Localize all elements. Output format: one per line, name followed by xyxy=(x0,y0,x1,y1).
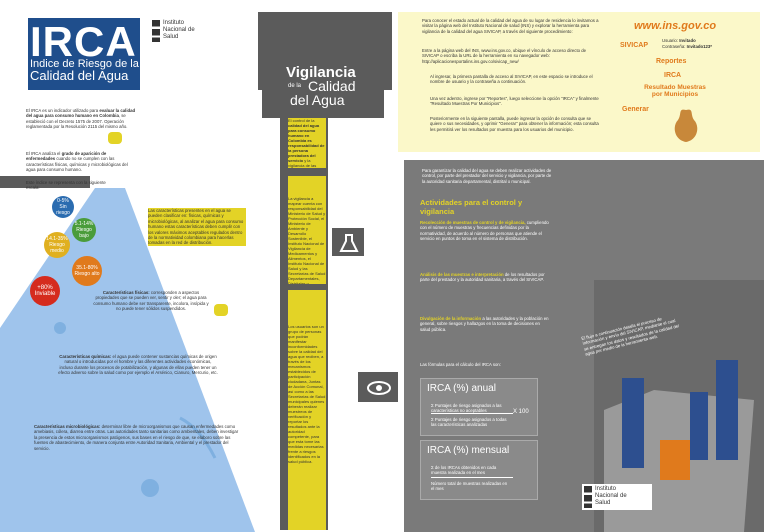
flow-resultado: Resultado Muestras por Municipios xyxy=(644,84,706,98)
speech-icon xyxy=(108,132,122,144)
formula-annual: IRCA (%) anual Σ Puntajes de riesgo asig… xyxy=(420,378,538,436)
intro-text-3: Este índice se representa con la siguien… xyxy=(26,180,106,191)
flow-sivicap: SIVICAP xyxy=(620,42,649,49)
micro-text: Características microbiológicas: determi… xyxy=(34,424,239,451)
flow-generar: Generar xyxy=(622,106,649,113)
formula-monthly: IRCA (%) mensual Σ de los IRCAs obtenido… xyxy=(420,440,538,500)
intro-text: El IRCA es un indicador utilizado para e… xyxy=(26,108,136,130)
activities-intro: Para garantizar la calidad del agua se d… xyxy=(422,168,552,184)
activity-1: Recolección de muestras de control y de … xyxy=(420,220,549,242)
scale-circle-2: 5.1-14%Riesgo bajo xyxy=(72,218,96,242)
instructions-p1: Para conocer el estado actual de la cali… xyxy=(422,18,599,34)
irca-header xyxy=(28,18,140,90)
scale-circle-5: +80%Inviable xyxy=(30,276,60,306)
irca-subtitle: Indice de Riesgo de la Calidad del Agua xyxy=(30,58,140,82)
ins-url[interactable]: www.ins.gov.co xyxy=(634,20,717,32)
flow-reportes: Reportes xyxy=(656,58,687,65)
water-beam xyxy=(0,188,255,532)
scale-circle-3: 14.1-35%Riesgo medio xyxy=(44,232,70,258)
ins-logo-top: Instituto Nacional de Salud xyxy=(152,20,222,42)
scale-circle-4: 35.1-80%Riesgo alto xyxy=(72,256,102,286)
people-icon xyxy=(288,290,326,324)
speech-icon-2 xyxy=(214,304,228,316)
flow-irca: IRCA xyxy=(664,72,682,79)
ins-mark-icon-bottom xyxy=(584,486,592,508)
vigilancia-title: Vigilancia de la Calidad del Agua xyxy=(262,48,384,118)
chemical-text: Características químicas: el agua puede … xyxy=(58,354,218,376)
control-text: El control de la calidad del agua para c… xyxy=(288,118,326,168)
irca-logo: IRCA xyxy=(30,18,137,65)
plant-icon xyxy=(674,109,698,142)
pipe xyxy=(0,176,90,188)
ins-mark-icon xyxy=(152,20,160,42)
users-text: Los usuarios son un grupo de personas qu… xyxy=(288,324,326,530)
activities-title: Actividades para el control y vigilancia xyxy=(420,198,523,216)
instructions-p2: Entre a la página web del INS, www.ins.g… xyxy=(422,48,587,64)
step-3: Posteriormente en la siguiente pantalla,… xyxy=(430,116,599,132)
physical-text: Características físicas: corresponden a … xyxy=(93,290,209,312)
characteristics-intro: Las características presentes en el agua… xyxy=(148,208,246,246)
flow-user: Usuario: Invitado xyxy=(662,38,696,43)
intro-text-2: El IRCA analiza el grado de aparición de… xyxy=(26,151,128,173)
doctor-icon xyxy=(288,176,326,196)
subtitle-line1: Indice de Riesgo de la xyxy=(30,58,139,70)
ins-line2: Nacional de xyxy=(163,27,195,33)
vigilance-text: La vigilancia a mapear cuenta con respon… xyxy=(288,196,326,284)
step-1: Al ingresar, la primera pantalla de acce… xyxy=(430,74,593,85)
flow-pass: Contraseña: Invitado123* xyxy=(662,44,712,49)
activity-2: Análisis de las muestras e interpretació… xyxy=(420,272,545,283)
activity-3: Divulgación de la información a las auto… xyxy=(420,316,549,332)
eye-icon xyxy=(358,372,398,402)
subtitle-line2: Calidad del Agua xyxy=(30,68,129,83)
flask-icon xyxy=(332,228,364,256)
ins-line3: Salud xyxy=(163,34,179,40)
ins-line1: Instituto xyxy=(163,20,185,26)
scale-circle-1: 0-5%Sin riesgo xyxy=(52,196,74,218)
instructions-panel xyxy=(398,12,760,152)
formula-intro: Las fórmulas para el cálculo del IRCA so… xyxy=(420,362,501,367)
water-tower-art xyxy=(594,280,764,532)
step-2: Una vez adentro, ingrese por "Reportes",… xyxy=(430,96,599,107)
